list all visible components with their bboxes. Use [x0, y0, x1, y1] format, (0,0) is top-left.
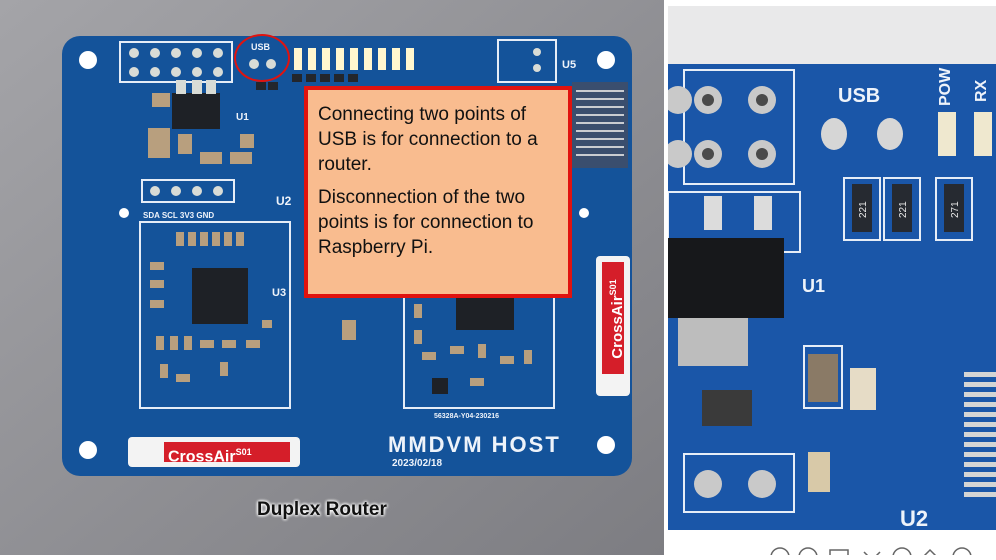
image-viewer-toolbar: [668, 530, 996, 560]
board-name-silk: MMDVM HOST: [388, 432, 561, 457]
regulator-u1: [172, 93, 220, 129]
sticker-brand: CrossAir: [609, 295, 626, 359]
zoom-out-icon[interactable]: [770, 547, 790, 560]
u4-passives: [414, 304, 532, 386]
rotate-icon[interactable]: [892, 547, 912, 560]
u3-silk-label: U3: [272, 287, 286, 299]
i2c-header-labels: SDA SCL 3V3 GND: [143, 211, 214, 220]
u1-silk-label: U1: [236, 112, 249, 123]
resistor-code: 221: [858, 201, 869, 218]
led-row: [294, 48, 414, 70]
inductor: [702, 390, 752, 426]
u3-module-outline: [139, 221, 291, 409]
u5-silk-label: U5: [562, 59, 576, 71]
u5-outline: [497, 39, 557, 83]
closeup-u2-label: U2: [900, 506, 928, 530]
capacitor: [342, 320, 356, 340]
closeup-chip-pins: [964, 372, 996, 497]
mounting-hole: [79, 441, 97, 459]
closeup-header-outline: [683, 69, 795, 185]
mounting-hole: [119, 208, 129, 218]
capacitor: [808, 452, 830, 492]
fit-icon[interactable]: [829, 549, 849, 560]
closeup-pow-led: [938, 112, 956, 156]
more-icon[interactable]: [952, 547, 972, 560]
crossair-sticker-bottom: CrossAirS01: [128, 437, 300, 467]
closeup-regulator-u1: [668, 238, 784, 318]
closeup-pow-label: POW: [937, 67, 954, 106]
mounting-hole: [597, 51, 615, 69]
zoom-in-icon[interactable]: [798, 547, 818, 560]
photo-caption: Duplex Router: [257, 499, 387, 520]
usb-highlight-circle: [234, 34, 290, 82]
i2c-header-outline: [141, 179, 235, 203]
rf-chip-u3: [192, 268, 248, 324]
board-date-silk: 2023/02/18: [392, 458, 442, 469]
mounting-hole: [579, 208, 589, 218]
u3-passives: [150, 232, 272, 382]
capacitor: [808, 354, 838, 402]
pcb-photo-closeup: USB POW RX 221 221 271 U1 U2: [668, 6, 996, 530]
pcb-photo-overview: USB U5 U1 SDA SCL 3V3 GND U2 U3: [0, 0, 664, 555]
closeup-u1-label: U1: [802, 276, 825, 296]
sticker-model: S01: [608, 279, 618, 296]
callout-paragraph-connect: Connecting two points of USB is for conn…: [318, 104, 538, 175]
share-icon[interactable]: [919, 548, 941, 560]
closeup-usb-label: USB: [838, 85, 880, 107]
sticker-model: S01: [235, 447, 252, 457]
resistor-code: 221: [898, 201, 909, 218]
callout-paragraph-disconnect: Disconnection of the two points is for c…: [318, 187, 534, 258]
connector-pins: [576, 90, 624, 156]
mounting-hole: [597, 436, 615, 454]
sticker-brand: CrossAir: [168, 448, 236, 466]
panel-divider: [664, 0, 668, 555]
closeup-board-graphic: USB POW RX 221 221 271 U1 U2: [668, 6, 996, 530]
closeup-usb-pad: [821, 118, 847, 150]
crossair-sticker-side: CrossAirS01: [596, 256, 630, 396]
resistor-array: [256, 74, 358, 90]
u2-silk-label: U2: [276, 194, 292, 208]
mounting-hole: [79, 51, 97, 69]
capacitor: [850, 368, 876, 410]
resistor-221: [892, 184, 912, 232]
usb-jumper-callout: Connecting two points of USB is for conn…: [304, 86, 572, 298]
resistor-271: [944, 184, 964, 232]
closeup-rx-label: RX: [973, 79, 990, 102]
part-number-silk: 56328A-Y04-230216: [434, 413, 499, 420]
resistor-221: [852, 184, 872, 232]
resistor-code: 271: [950, 201, 961, 218]
header-pins: [129, 48, 223, 77]
closeup-header-pins: [668, 86, 776, 168]
closeup-usb-pad: [877, 118, 903, 150]
closeup-rx-led: [974, 112, 992, 156]
edge-connector: [572, 82, 628, 168]
